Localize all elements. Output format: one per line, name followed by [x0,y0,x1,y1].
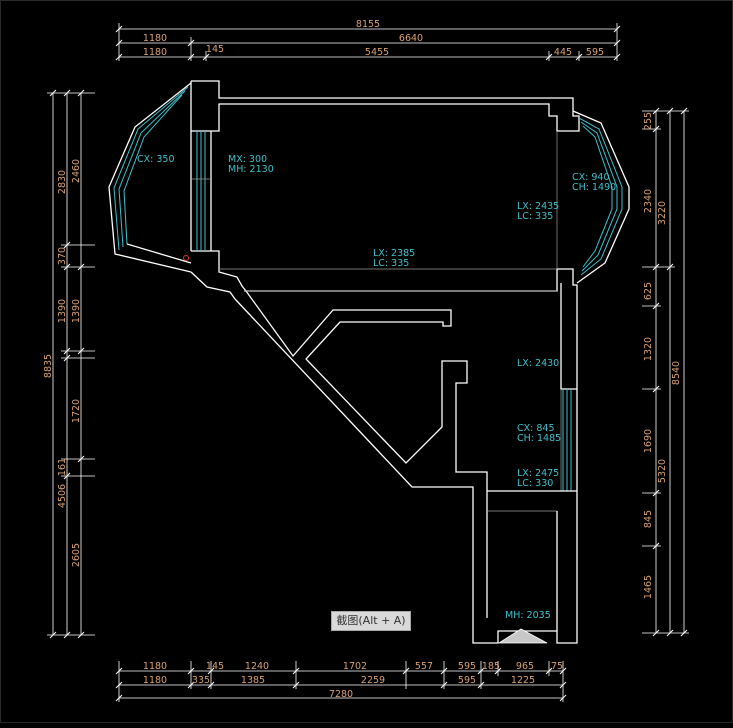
dim-left-middle-1: 2830 [57,170,68,194]
dim-bottom-row1-5: 557 [415,661,433,672]
dim-right-inner-3: 625 [643,282,654,300]
dim-bottom-row2-4: 2259 [361,675,385,686]
dim-right-middle-1: 3220 [657,201,668,225]
dim-top-row3-3: 5455 [365,47,389,58]
screenshot-shortcut-tooltip: 截图(Alt + A) [331,611,411,631]
label-ch-right: CH: 1490 [572,182,616,193]
right-dimension-lines [642,107,689,637]
dim-left-middle-5: 4506 [57,484,68,508]
dim-right-inner-2: 2340 [643,189,654,213]
dim-top-row2-left: 1180 [143,33,167,44]
dim-right-inner-7: 1465 [643,575,654,599]
dim-bottom-row1-8: 965 [516,661,534,672]
dim-bottom-row2-6: 1225 [511,675,535,686]
top-dimension-lines [115,23,621,61]
label-lx-right-top: LX: 2435 [517,201,559,212]
dim-left-inner-3: 1720 [71,399,82,423]
dim-right-inner-5: 1690 [643,429,654,453]
dim-left-overall: 8835 [43,354,54,378]
dim-bottom-row2-5: 595 [458,675,476,686]
dim-top-row3-5: 595 [586,47,604,58]
dim-bottom-row1-3: 1240 [245,661,269,672]
dim-top-overall: 8155 [356,19,380,30]
label-lc-right-low: LC: 330 [517,478,553,489]
dim-left-inner-1: 2460 [71,159,82,183]
dim-left-middle-3: 1390 [57,299,68,323]
label-lx-center: LX: 2385 [373,248,415,259]
dim-left-middle-4: 161 [57,458,68,476]
dim-right-middle-2: 5320 [657,459,668,483]
label-lx-right-low: LX: 2475 [517,468,559,479]
dim-left-middle-2: 370 [57,247,68,265]
left-dimension-lines [47,89,95,639]
dim-bottom-row2-1: 1180 [143,675,167,686]
label-cx-right: CX: 940 [572,172,610,183]
dim-bottom-row2-2: 335 [192,675,210,686]
label-mh-bottom: MH: 2035 [505,610,551,621]
label-lc-center: LC: 335 [373,258,409,269]
dim-bottom-row1-9: 75 [551,661,563,672]
floor-plan-walls [108,80,630,644]
label-lx-right-mid: LX: 2430 [517,358,559,369]
dim-bottom-row1-1: 1180 [143,661,167,672]
dim-bottom-row2-3: 1385 [241,675,265,686]
dim-right-inner-6: 845 [643,510,654,528]
dim-bottom-row1-2: 145 [206,661,224,672]
door-triangle-marker [497,628,548,644]
red-point-marker [183,255,189,261]
label-ch-mid: CH: 1485 [517,433,561,444]
dim-bottom-row1-7: 185 [482,661,500,672]
dim-top-row3-2: 145 [206,44,224,55]
dim-right-inner-4: 1320 [643,337,654,361]
dim-bottom-row1-4: 1702 [343,661,367,672]
dim-bottom-row1-6: 595 [458,661,476,672]
dim-left-inner-2: 1390 [71,299,82,323]
dim-top-row2-right: 6640 [399,33,423,44]
dim-top-row3-4: 445 [554,47,572,58]
label-mh-top: MH: 2130 [228,164,274,175]
label-lc-right-top: LC: 335 [517,211,553,222]
dim-top-row3-1: 1180 [143,47,167,58]
dim-right-overall: 8540 [671,361,682,385]
label-cx-mid: CX: 845 [517,423,555,434]
bottom-dimension-lines [115,661,567,702]
dim-right-inner-1: 255 [643,112,654,130]
label-cx-left: CX: 350 [137,154,175,165]
dim-left-inner-4: 2605 [71,543,82,567]
dim-bottom-overall: 7280 [329,689,353,700]
label-mx: MX: 300 [228,154,267,165]
